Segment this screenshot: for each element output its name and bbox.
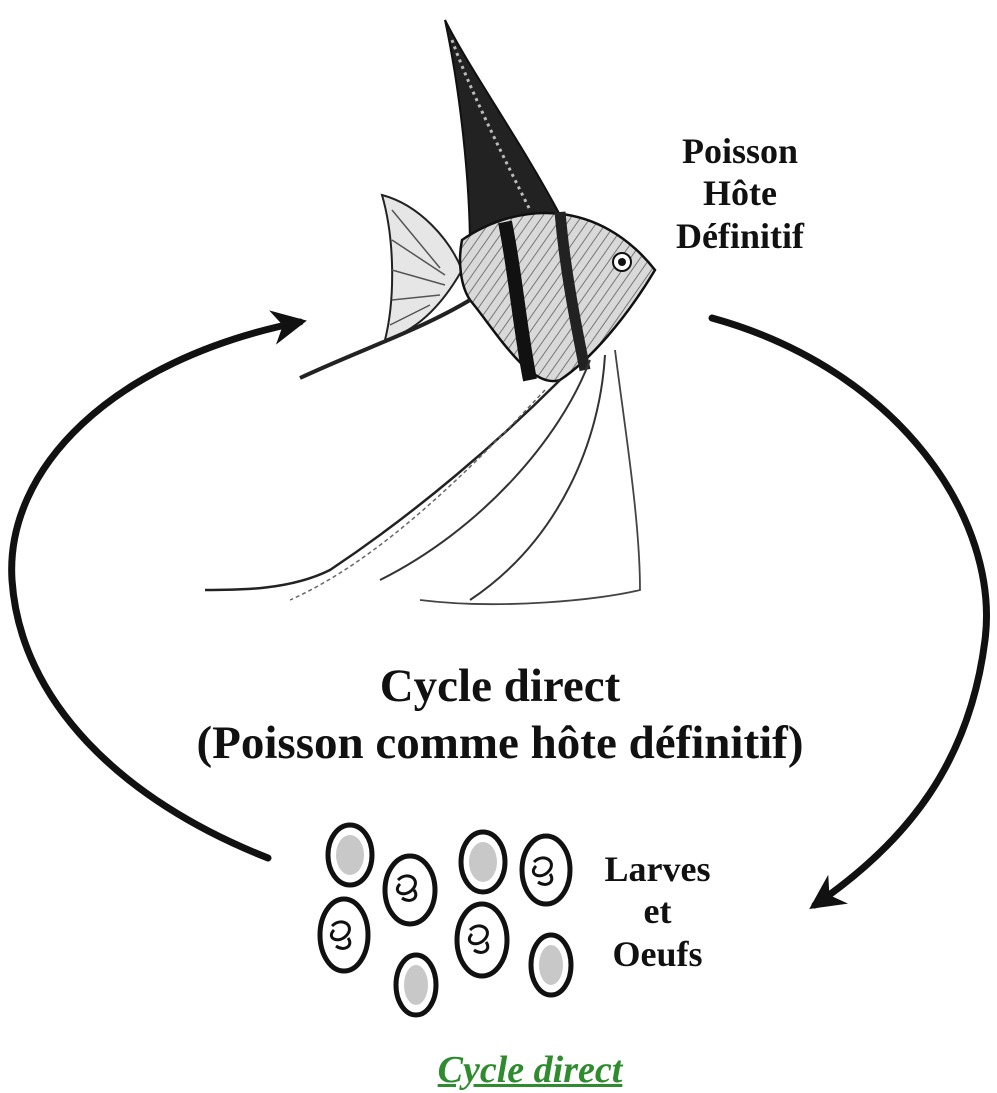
figure-caption: Cycle direct (330, 1048, 730, 1093)
egg (396, 955, 436, 1015)
cycle-arrow-right (712, 318, 986, 905)
host-label-line2: Hôte (640, 172, 840, 214)
larva-egg (457, 904, 507, 976)
angelfish-illustration (205, 20, 655, 604)
host-label-line3: Définitif (640, 215, 840, 257)
cycle-arrow-left (12, 322, 300, 858)
center-title: Cycle direct (Poisson comme hôte définit… (150, 658, 850, 773)
larvae-label-line2: et (585, 890, 730, 932)
egg (328, 825, 372, 885)
egg (531, 935, 571, 995)
host-label: Poisson Hôte Définitif (640, 130, 840, 257)
larva-egg (385, 856, 435, 924)
larva-egg (320, 899, 368, 971)
egg (461, 832, 505, 892)
center-title-line1: Cycle direct (150, 658, 850, 715)
larvae-label: Larves et Oeufs (585, 848, 730, 975)
larva-egg (522, 836, 570, 904)
larvae-label-line1: Larves (585, 848, 730, 890)
larvae-label-line3: Oeufs (585, 933, 730, 975)
center-title-line2: (Poisson comme hôte définitif) (150, 715, 850, 772)
host-label-line1: Poisson (640, 130, 840, 172)
egg-cluster (320, 825, 571, 1015)
